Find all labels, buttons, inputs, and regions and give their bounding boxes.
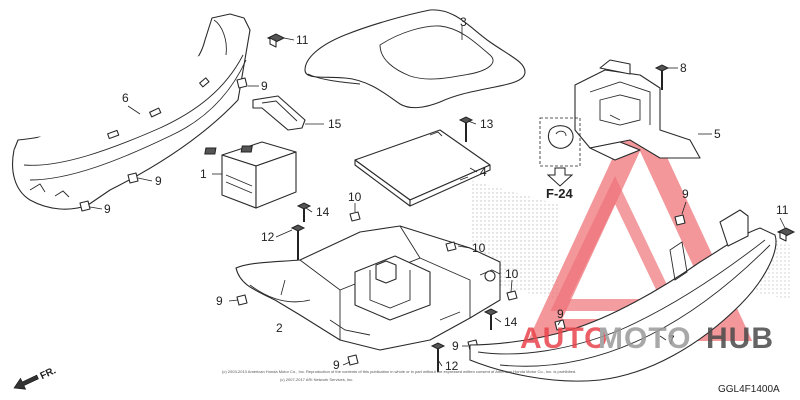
callout-3: 3	[460, 15, 467, 29]
callout-10c: 10	[505, 267, 519, 281]
callout-9h: 9	[557, 307, 564, 321]
watermark-brand-auto: AUTO	[520, 322, 608, 355]
callout-1: 1	[200, 167, 207, 181]
part-top-cover	[304, 9, 526, 109]
callout-9d: 9	[216, 294, 223, 308]
callout-9g: 9	[682, 187, 689, 201]
callout-13: 13	[480, 117, 494, 131]
screw-14a	[296, 202, 312, 222]
front-direction-arrow: FR.	[13, 365, 58, 390]
reference-label: F-24	[546, 186, 574, 201]
bolt-12b	[430, 342, 446, 372]
callout-15: 15	[328, 117, 342, 131]
part-battery	[204, 141, 297, 209]
part-side-cover-left	[12, 13, 251, 210]
callout-2: 2	[276, 321, 283, 335]
bolt-13	[458, 116, 474, 142]
callout-10a: 10	[348, 190, 362, 204]
watermark-text: AUTO MOTO HUB	[520, 322, 774, 355]
reference-arrow	[546, 167, 574, 187]
screw-11a	[266, 33, 286, 48]
front-direction-label: FR.	[39, 365, 58, 382]
callout-10b: 10	[472, 241, 486, 255]
callout-14b: 14	[504, 315, 518, 329]
callout-9f: 9	[452, 339, 459, 353]
callout-9e: 9	[333, 358, 340, 372]
callout-11a: 11	[296, 33, 309, 47]
callout-12b: 12	[445, 359, 459, 373]
callout-9a: 9	[261, 79, 268, 93]
callout-8: 8	[680, 61, 687, 75]
reference-detail	[539, 117, 581, 167]
callout-labels: 1 2 3 4 5 6 7 8 9 9 9 9 9 9 9 9 10 10 10…	[104, 15, 789, 373]
callout-7: 7	[668, 333, 675, 347]
diagram-code: GGL4F1400A	[718, 384, 780, 395]
callout-14a: 14	[316, 205, 330, 219]
screw-11b	[776, 227, 796, 242]
clip-nut-10	[349, 211, 518, 301]
callout-9b: 9	[155, 174, 162, 188]
callout-4: 4	[480, 165, 487, 179]
callout-9c: 9	[104, 202, 111, 216]
callout-11b: 11	[776, 203, 789, 217]
callout-6: 6	[122, 91, 129, 105]
part-center-tray	[235, 225, 501, 351]
part-battery-lid	[354, 129, 491, 207]
watermark-triangle-small	[550, 176, 680, 311]
watermark-brand-hub: HUB	[706, 322, 774, 355]
bolt-12a	[290, 224, 306, 260]
copyright-line: (c) 2003-2013 American Honda Motor Co., …	[222, 369, 576, 374]
part-rear-bracket	[574, 59, 701, 161]
screw-14b	[483, 308, 499, 330]
callout-12a: 12	[261, 230, 275, 244]
leader-lines	[89, 25, 786, 367]
part-side-cover-right	[469, 209, 777, 382]
clip-nut-9a	[79, 77, 248, 212]
callout-5: 5	[714, 127, 721, 141]
watermark-brand-moto: MOTO	[598, 322, 691, 355]
copyright-line-2: (c) 2007-2017 ARI Network Services, Inc.	[280, 377, 353, 382]
part-rubber-strap	[252, 95, 306, 131]
